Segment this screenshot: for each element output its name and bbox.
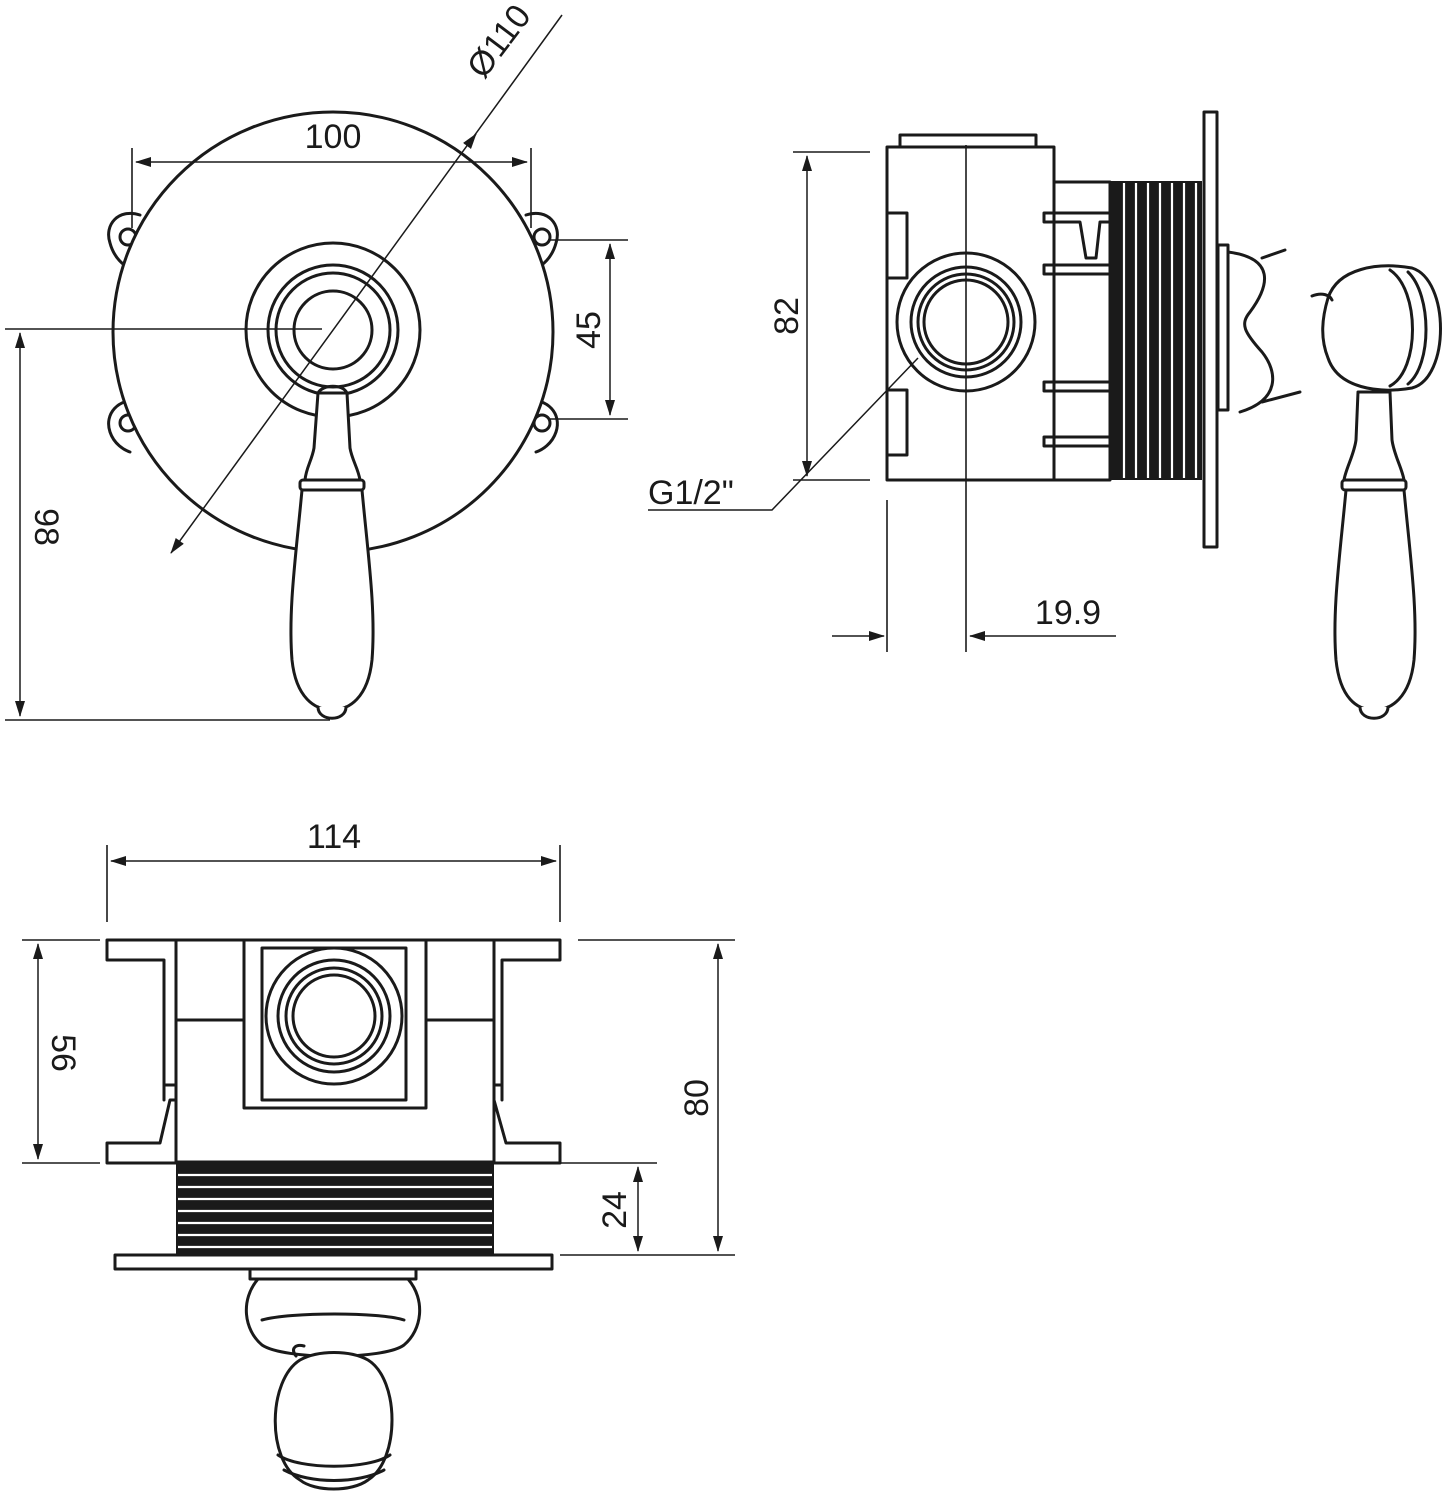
top-total-depth-label: 80 bbox=[678, 1079, 716, 1117]
front-ceramic-handle bbox=[289, 488, 375, 712]
top-thread-depth-label: 24 bbox=[596, 1191, 634, 1229]
top-thread-block bbox=[176, 1163, 494, 1255]
front-diameter-label: Ø110 bbox=[460, 0, 539, 85]
top-wall-plate bbox=[113, 1253, 554, 1271]
front-view: Ø110 100 45 98 bbox=[5, 0, 628, 721]
side-thread-label: G1/2" bbox=[648, 474, 734, 512]
top-depth-label: 56 bbox=[44, 1034, 82, 1072]
front-handle-length-label: 98 bbox=[27, 508, 65, 546]
side-view: 82 G1/2" 19.9 bbox=[648, 110, 1442, 720]
side-valve-body bbox=[885, 145, 1056, 482]
top-width-label: 114 bbox=[307, 818, 361, 856]
side-height-label: 82 bbox=[768, 297, 806, 335]
front-width-label: 100 bbox=[305, 118, 362, 156]
top-view: 114 56 80 24 bbox=[22, 818, 735, 1491]
front-mount-spacing-label: 45 bbox=[570, 311, 608, 349]
top-port-outer bbox=[264, 946, 404, 1086]
side-offset-label: 19.9 bbox=[1035, 594, 1101, 632]
side-wall-plate bbox=[1202, 110, 1219, 549]
side-thread-block bbox=[1110, 181, 1202, 480]
side-handle-knob bbox=[1321, 264, 1442, 392]
side-pins bbox=[1042, 211, 1112, 448]
top-handle-knob bbox=[273, 1351, 394, 1491]
